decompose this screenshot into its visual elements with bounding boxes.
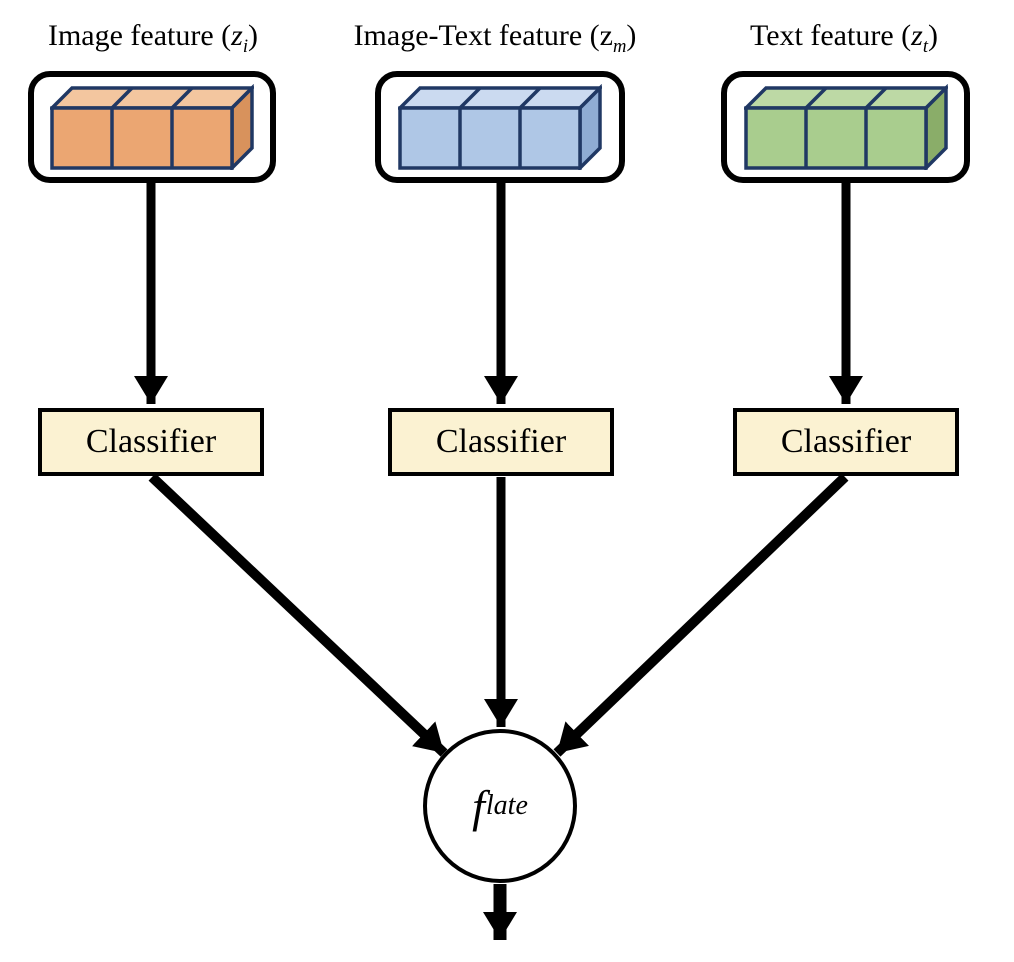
label-text: )	[248, 19, 259, 52]
classifier-label: Classifier	[780, 423, 912, 460]
label-text: )	[928, 19, 938, 52]
classifier-label: Classifier	[85, 423, 217, 460]
math-subscript: i	[242, 36, 249, 57]
fusion-symbol: f	[472, 780, 485, 832]
feature-box-image-text	[375, 71, 625, 183]
math-symbol: z	[599, 19, 613, 52]
label-text: )	[626, 19, 637, 52]
fusion-subscript: late	[485, 790, 528, 821]
math-symbol: z	[231, 19, 243, 52]
feature-label-image: Image feature (zi)	[48, 14, 258, 58]
arrow-classifier-text-to-fusion	[553, 473, 849, 757]
feature-tensor-text-icon	[743, 84, 948, 170]
feature-box-text	[721, 71, 970, 183]
classifier-box-image: Classifier	[38, 408, 264, 476]
classifier-box-image-text: Classifier	[388, 408, 614, 476]
label-text: Image feature (	[47, 19, 232, 52]
feature-label-image-text: Image-Text feature (zm)	[354, 14, 637, 58]
arrow-classifier-image-to-fusion	[148, 473, 448, 757]
label-text: Image-Text feature (	[353, 19, 600, 52]
feature-label-text: Text feature (zt)	[750, 14, 938, 58]
feature-tensor-image-text-icon	[398, 84, 602, 170]
classifier-box-text: Classifier	[733, 408, 959, 476]
feature-box-image	[28, 71, 276, 183]
feature-tensor-image-icon	[50, 84, 254, 170]
math-subscript: m	[612, 36, 627, 57]
classifier-label: Classifier	[435, 423, 567, 460]
math-subscript: t	[922, 36, 928, 57]
label-text: Text feature (	[750, 19, 912, 52]
math-symbol: z	[911, 19, 923, 52]
